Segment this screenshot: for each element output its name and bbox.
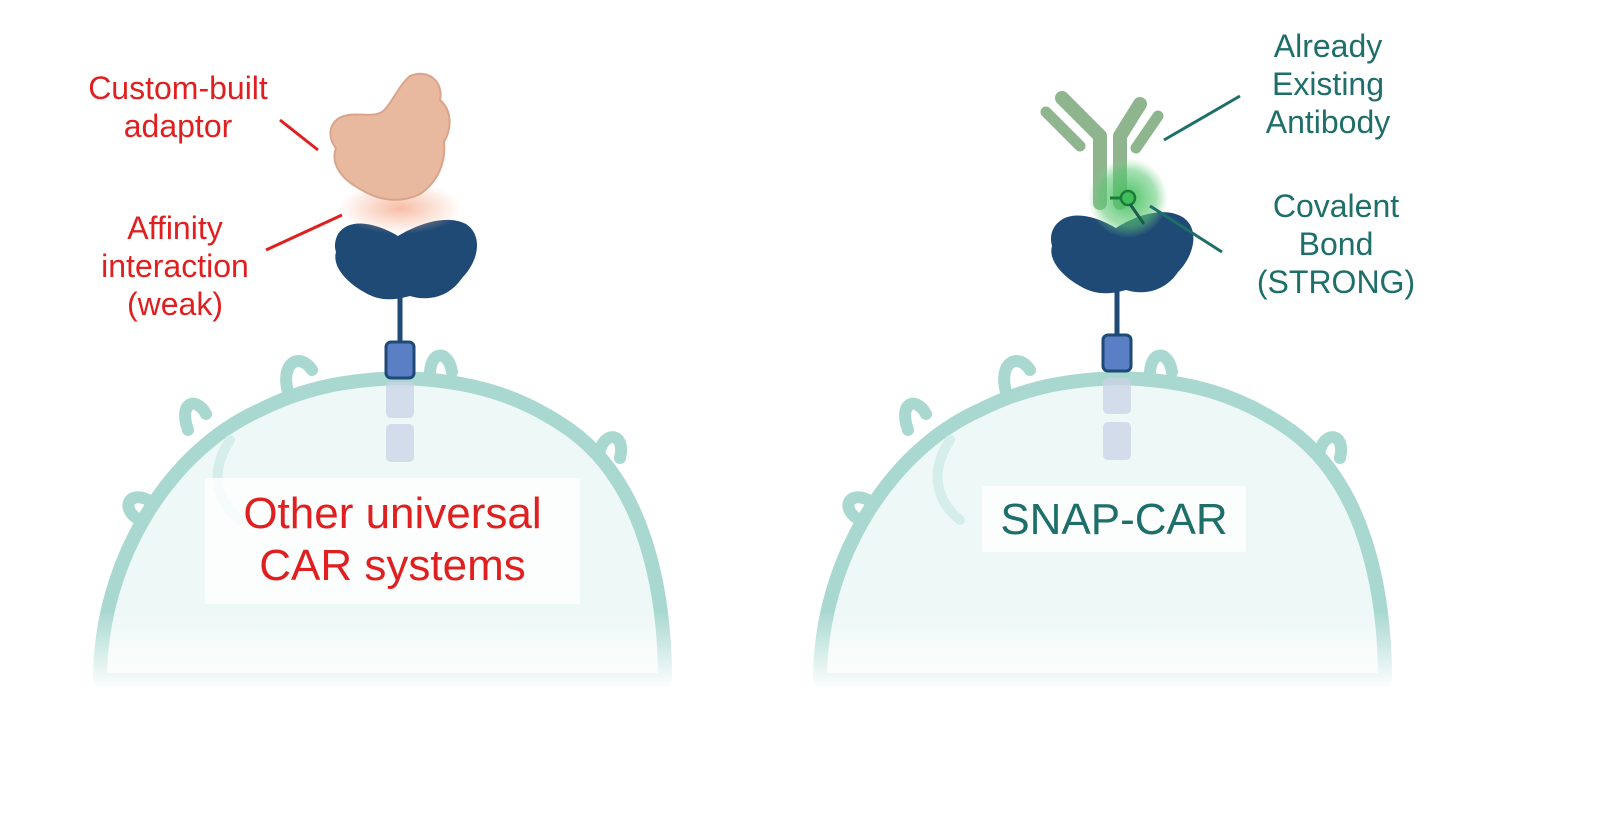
bond-leader-line — [1149, 204, 1223, 254]
left-car-receptor-icon — [334, 219, 478, 462]
adaptor-leader-line — [279, 118, 319, 152]
covalent-bond-label: Covalent Bond (STRONG) — [1256, 188, 1416, 300]
affinity-glow — [338, 182, 462, 234]
adaptor-label: Custom-built adaptor — [88, 70, 268, 144]
interaction-leader-line — [265, 213, 343, 252]
covalent-bond-icon — [1088, 158, 1168, 238]
right-system-label-box: SNAP-CAR — [982, 486, 1246, 552]
antibody-leader-line — [1163, 94, 1241, 142]
left-system-label: Other universal CAR systems — [243, 489, 542, 590]
right-system-label: SNAP-CAR — [1000, 495, 1228, 544]
adaptor-protein-icon — [329, 72, 451, 201]
left-system-label-box: Other universal CAR systems — [205, 478, 580, 604]
antibody-label: Already Existing Antibody — [1265, 28, 1391, 140]
affinity-interaction-label: Affinity interaction (weak) — [101, 210, 249, 322]
right-car-receptor-icon — [1051, 212, 1194, 460]
